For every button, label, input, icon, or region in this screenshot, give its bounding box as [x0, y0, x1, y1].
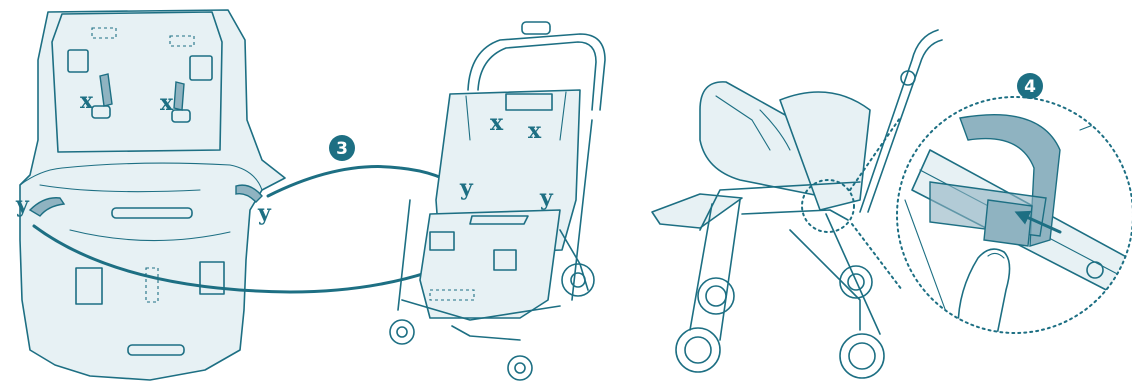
letter-y-left-1: y	[15, 192, 30, 218]
letter-x-left-2: x	[160, 90, 174, 116]
letter-y-mid-2: y	[539, 185, 554, 211]
letter-x-mid-2: x	[528, 118, 542, 144]
step-4-badge: 4	[1017, 73, 1043, 99]
svg-text:3: 3	[336, 139, 348, 159]
svg-text:4: 4	[1024, 77, 1036, 97]
zoom-detail	[897, 97, 1132, 350]
seat-liner-flat	[20, 10, 285, 380]
letter-x-left-1: x	[80, 88, 94, 114]
letter-y-left-2: y	[257, 200, 272, 226]
step-3-badge: 3	[329, 135, 355, 161]
arrow-upper	[268, 167, 462, 196]
letter-x-mid-1: x	[490, 110, 504, 136]
letter-y-mid-1: y	[459, 175, 474, 201]
stroller-with-liner	[390, 22, 605, 380]
